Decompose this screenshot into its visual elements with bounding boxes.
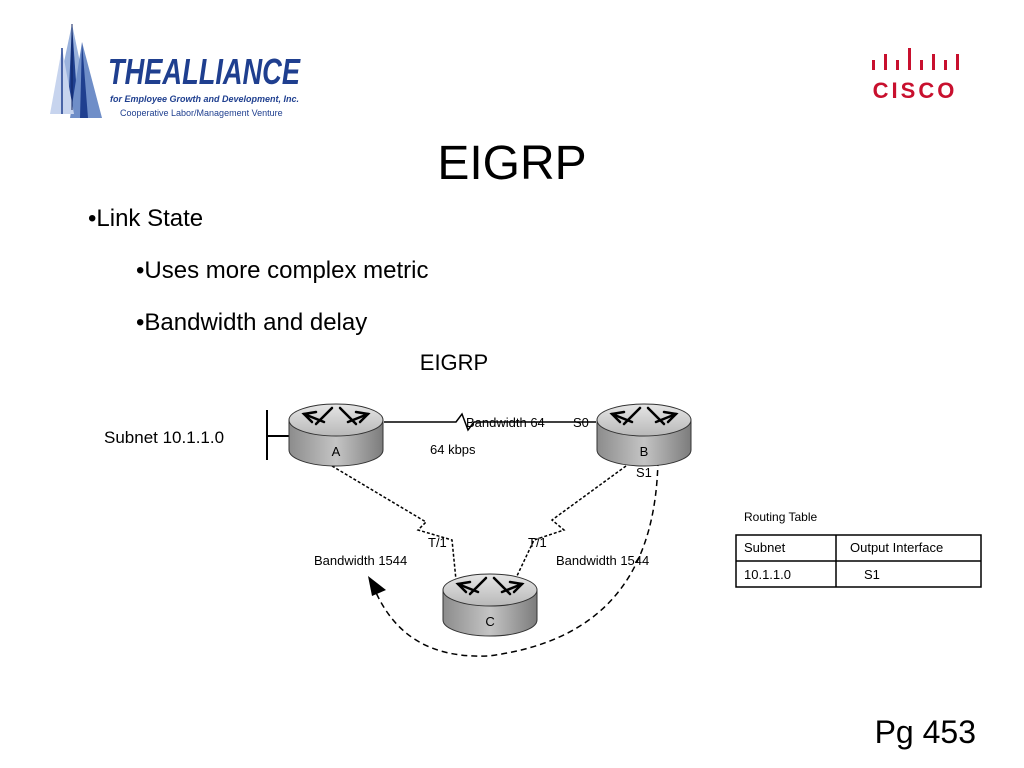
- bullet-item: •Bandwidth and delay: [136, 309, 368, 336]
- bullet-item: •Link State: [88, 205, 204, 232]
- router-a: A: [287, 402, 385, 468]
- link-bc-interface-label: T/1: [528, 535, 547, 550]
- cisco-wordmark: CISCO: [873, 78, 958, 103]
- link-a-c: [331, 465, 457, 581]
- alliance-tagline: Cooperative Labor/Management Venture: [120, 108, 283, 118]
- page-number: Pg 453: [874, 714, 976, 750]
- router-b-s0-label: S0: [573, 415, 589, 430]
- link-ab-speed-label: 64 kbps: [430, 442, 476, 457]
- router-c-label: C: [485, 614, 494, 629]
- router-a-label: A: [332, 444, 341, 459]
- alliance-logo: THEALLIANCE for Employee Growth and Deve…: [50, 24, 301, 118]
- routing-table-cell: S1: [864, 567, 880, 582]
- link-ab-bandwidth-label: Bandwidth 64: [466, 415, 545, 430]
- link-bc-bandwidth-label: Bandwidth 1544: [556, 553, 649, 568]
- bullet-item: •Uses more complex metric: [136, 257, 429, 284]
- routing-table: Routing Table Subnet Output Interface 10…: [735, 510, 982, 588]
- routing-table-cell: 10.1.1.0: [744, 567, 791, 582]
- eigrp-diagram: EIGRP Subnet 10.1.1.0 Bandwidth 64 S0 64…: [104, 350, 982, 657]
- router-b-s1-label: S1: [636, 465, 652, 480]
- link-ac-bandwidth-label: Bandwidth 1544: [314, 553, 407, 568]
- alliance-title: THEALLIANCE: [108, 51, 301, 92]
- alliance-tower-icon: [50, 24, 102, 118]
- link-b-c: [515, 465, 627, 579]
- route-arrow-icon: [368, 576, 386, 596]
- routing-table-header: Output Interface: [850, 540, 943, 555]
- subnet-label: Subnet 10.1.1.0: [104, 428, 224, 447]
- slide-title: EIGRP: [437, 137, 587, 190]
- cisco-logo: CISCO: [872, 48, 959, 103]
- router-b-label: B: [640, 444, 649, 459]
- router-c: C: [441, 572, 539, 638]
- alliance-subtitle: for Employee Growth and Development, Inc…: [110, 94, 299, 104]
- link-a-b: [384, 412, 596, 432]
- router-b: B: [595, 402, 693, 468]
- link-ac-interface-label: T/1: [428, 535, 447, 550]
- cisco-bars-icon: [872, 48, 959, 70]
- routing-table-caption: Routing Table: [744, 510, 817, 524]
- routing-table-header: Subnet: [744, 540, 786, 555]
- diagram-title: EIGRP: [420, 350, 488, 375]
